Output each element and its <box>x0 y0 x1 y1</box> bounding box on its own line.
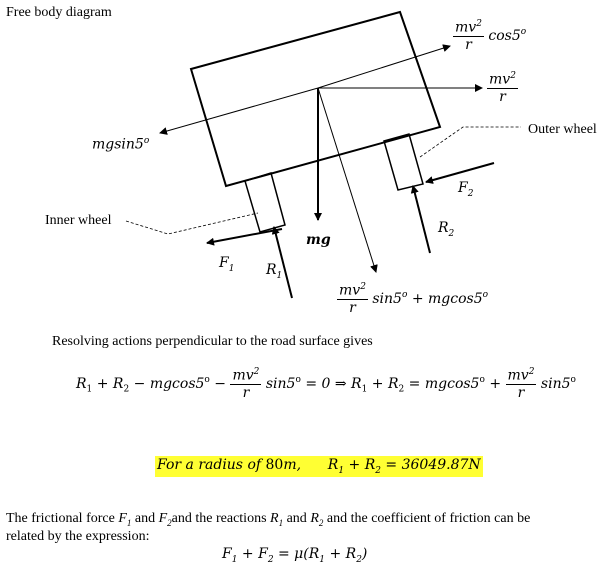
inner-wheel-leader <box>125 212 259 235</box>
F1-inline: F1 <box>118 511 132 528</box>
label-inner-wheel: Inner wheel <box>45 213 112 228</box>
outer-wheel <box>383 133 424 191</box>
label-outer-wheel: Outer wheel <box>528 122 597 137</box>
R2-inline: R2 <box>310 511 324 528</box>
R1-inline: R1 <box>270 511 284 528</box>
arrow-sin-plus-cos <box>317 87 378 273</box>
paragraph-resolving: Resolving actions perpendicular to the r… <box>52 334 373 349</box>
label-mgsin5: mgsin5o <box>92 136 150 153</box>
label-F2: F2 <box>458 180 474 199</box>
paragraph-friction: The frictional force F1 and F2and the re… <box>6 511 531 528</box>
arrow-R1 <box>271 226 293 299</box>
label-F1: F1 <box>219 255 235 274</box>
label-mg: mg <box>306 232 331 248</box>
page-heading: Free body diagram <box>6 5 112 20</box>
label-R2: R2 <box>438 220 455 239</box>
label-R1: R1 <box>266 262 283 281</box>
arrow-mgsin5 <box>159 87 319 135</box>
arrow-F1 <box>206 228 283 246</box>
inner-wheel <box>244 172 286 233</box>
equation-friction: F1 + F2 = μ(R1 + R2) <box>222 546 368 565</box>
arrow-mv2r-cos5 <box>317 44 451 89</box>
outer-wheel-leader <box>419 126 521 158</box>
F2-inline: F2 <box>158 511 172 528</box>
highlight-result: For a radius of 80m, R1 + R2 = 36049.87N <box>155 456 483 477</box>
arrow-F2 <box>425 162 495 184</box>
paragraph-friction-line2: related by the expression: <box>6 529 150 544</box>
arrow-R2 <box>410 185 431 254</box>
free-body-diagram <box>125 10 521 299</box>
car-body <box>189 10 442 188</box>
